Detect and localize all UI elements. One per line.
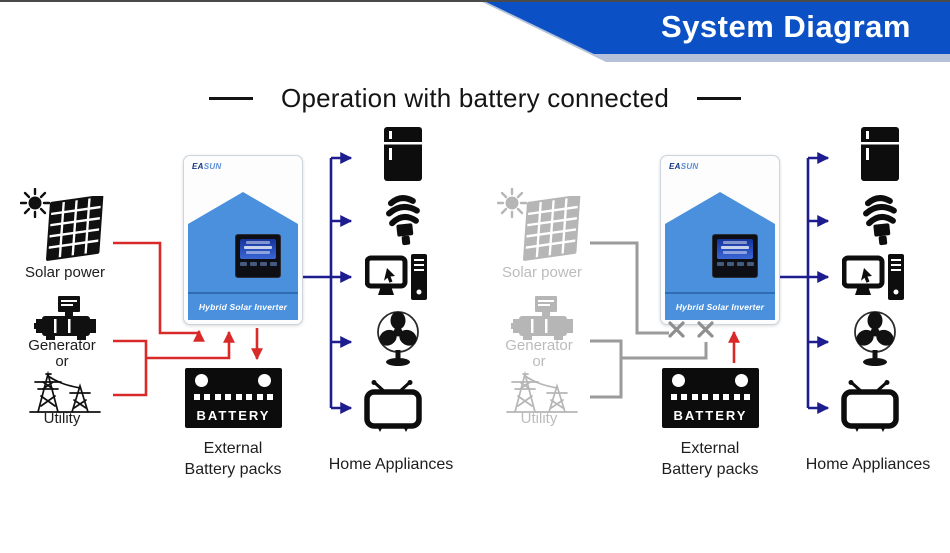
utility-towers-icon (29, 370, 101, 413)
battery-caption-line2: Battery packs (661, 461, 759, 478)
inverter-unit: EASUN Hybrid Solar Inverter (660, 155, 780, 325)
banner-title: System Diagram (661, 9, 911, 44)
solar-power-label: Solar power (24, 264, 106, 281)
battery-caption-line1: External (680, 440, 740, 457)
inverter-model-band: Hybrid Solar Inverter (188, 292, 298, 320)
or-label: or (532, 353, 546, 370)
title-row: Operation with battery connected (0, 83, 950, 114)
lcd-display (235, 234, 281, 278)
lcd-display (712, 234, 758, 278)
battery-label: BATTERY (673, 408, 748, 423)
battery-unit: BATTERY (662, 368, 759, 428)
solar-panel-icon (523, 196, 581, 261)
diagram-battery-connected-sources-active: Solar power Generator or (0, 0, 473, 553)
inverter-model-label: Hybrid Solar Inverter (198, 302, 288, 312)
battery-terminal (195, 374, 208, 387)
inverter-unit: EASUN Hybrid Solar Inverter (183, 155, 303, 325)
inverter-model-label: Hybrid Solar Inverter (675, 302, 765, 312)
sun-icon (497, 188, 527, 218)
generator-label: Generator (28, 337, 96, 354)
page-title: Operation with battery connected (281, 83, 669, 113)
refrigerator-icon (384, 127, 422, 181)
easun-logo: EASUN (192, 162, 222, 171)
fan-icon (854, 311, 896, 366)
generator-icon (511, 296, 573, 340)
top-border-line (0, 0, 950, 2)
generator-label: Generator (505, 337, 573, 354)
battery-unit: BATTERY (185, 368, 282, 428)
battery-terminal (735, 374, 748, 387)
cfl-bulb-icon (386, 195, 420, 246)
generator-icon (34, 296, 96, 340)
computer-icon (842, 254, 904, 300)
navy-output-wires (303, 152, 353, 414)
or-label: or (55, 353, 69, 370)
home-appliances-label: Home Appliances (805, 456, 931, 473)
inverter-front-panel: Hybrid Solar Inverter (188, 192, 298, 320)
navy-output-wires (780, 152, 830, 414)
tv-icon (841, 380, 899, 432)
sun-icon (20, 188, 50, 218)
refrigerator-icon (861, 127, 899, 181)
fan-icon (377, 311, 419, 366)
inverter-model-band: Hybrid Solar Inverter (665, 292, 775, 320)
solar-panel-icon (46, 196, 104, 261)
inverter-front-panel: Hybrid Solar Inverter (665, 192, 775, 320)
battery-caption-line2: Battery packs (184, 461, 282, 478)
home-appliances-label: Home Appliances (328, 456, 454, 473)
battery-terminal (672, 374, 685, 387)
utility-label: Utility (43, 410, 81, 427)
utility-towers-icon (506, 370, 578, 413)
battery-label: BATTERY (196, 408, 271, 423)
title-dash-right (696, 97, 741, 100)
cfl-bulb-icon (863, 195, 897, 246)
title-dash-left (209, 97, 254, 100)
solar-power-label: Solar power (501, 264, 583, 281)
computer-icon (365, 254, 427, 300)
battery-caption-line1: External (203, 440, 263, 457)
easun-logo: EASUN (669, 162, 699, 171)
tv-icon (364, 380, 422, 432)
battery-terminal (258, 374, 271, 387)
utility-label: Utility (520, 410, 558, 427)
battery-cell-dashes (671, 394, 750, 400)
battery-cell-dashes (194, 394, 273, 400)
